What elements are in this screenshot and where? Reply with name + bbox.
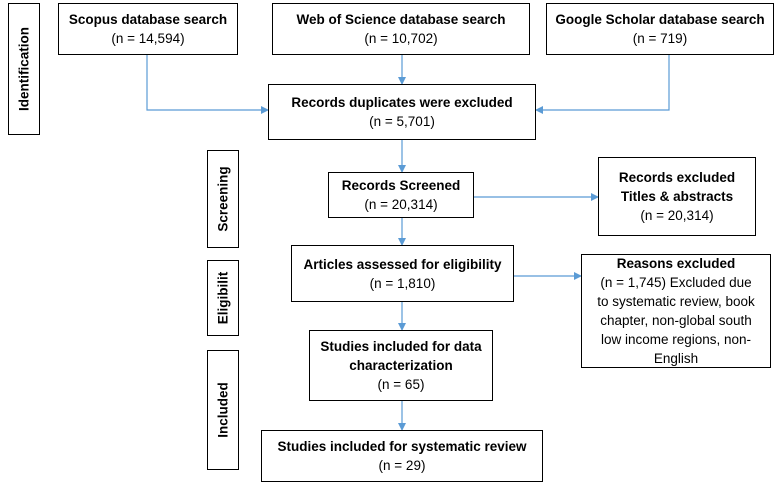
reasons-line: (n = 1,745) Excluded due xyxy=(600,275,752,290)
scopus-title: Scopus database search xyxy=(68,12,228,27)
excluded-titles-title2: Titles & abstracts xyxy=(620,189,734,204)
scopus-box: Scopus database search (n = 14,594) xyxy=(58,3,238,55)
eligibility-count: (n = 1,810) xyxy=(369,275,436,291)
stage-eligibility: Eligibilit xyxy=(207,260,239,336)
scholar-box: Google Scholar database search (n = 719) xyxy=(546,3,774,55)
wos-box: Web of Science database search (n = 10,7… xyxy=(272,3,530,55)
reasons-line: English xyxy=(653,351,699,366)
scholar-title: Google Scholar database search xyxy=(555,12,765,27)
wos-count: (n = 10,702) xyxy=(364,31,438,46)
reasons-line: low income regions, non- xyxy=(600,332,752,347)
characterization-box: Studies included for data characterizati… xyxy=(309,330,493,401)
wos-title: Web of Science database search xyxy=(296,12,506,27)
reasons-box: Reasons excluded (n = 1,745) Excluded du… xyxy=(581,254,771,368)
screened-title: Records Screened xyxy=(341,178,461,193)
stage-identification: Identification xyxy=(8,3,40,135)
excluded-titles-box: Records excluded Titles & abstracts (n =… xyxy=(598,157,756,236)
systematic-count: (n = 29) xyxy=(378,458,426,473)
screened-box: Records Screened (n = 20,314) xyxy=(328,172,474,218)
arrow-scholar-to-duplicates xyxy=(535,55,670,114)
reasons-line: to systematic review, book xyxy=(597,294,755,309)
reasons-title: Reasons excluded xyxy=(616,256,736,271)
excluded-titles-count: (n = 20,314) xyxy=(640,208,714,223)
stage-included: Included xyxy=(207,350,239,470)
eligibility-box: Articles assessed for eligibility (n = 1… xyxy=(291,245,514,302)
characterization-title2: characterization xyxy=(349,358,453,373)
screened-count: (n = 20,314) xyxy=(364,197,438,212)
duplicates-title: Records duplicates were excluded xyxy=(291,95,513,110)
scholar-count: (n = 719) xyxy=(632,31,688,46)
arrow-scopus-to-duplicates xyxy=(146,55,269,114)
eligibility-title: Articles assessed for eligibility xyxy=(303,256,502,272)
duplicates-box: Records duplicates were excluded (n = 5,… xyxy=(268,84,536,140)
characterization-title1: Studies included for data xyxy=(320,339,482,354)
stage-screening: Screening xyxy=(207,150,239,248)
systematic-box: Studies included for systematic review (… xyxy=(261,430,543,482)
excluded-titles-title1: Records excluded xyxy=(618,170,736,185)
scopus-count: (n = 14,594) xyxy=(111,31,185,46)
characterization-count: (n = 65) xyxy=(377,377,425,392)
reasons-line: chapter, non-global south xyxy=(600,313,752,328)
duplicates-count: (n = 5,701) xyxy=(369,114,435,129)
systematic-title: Studies included for systematic review xyxy=(277,439,527,454)
